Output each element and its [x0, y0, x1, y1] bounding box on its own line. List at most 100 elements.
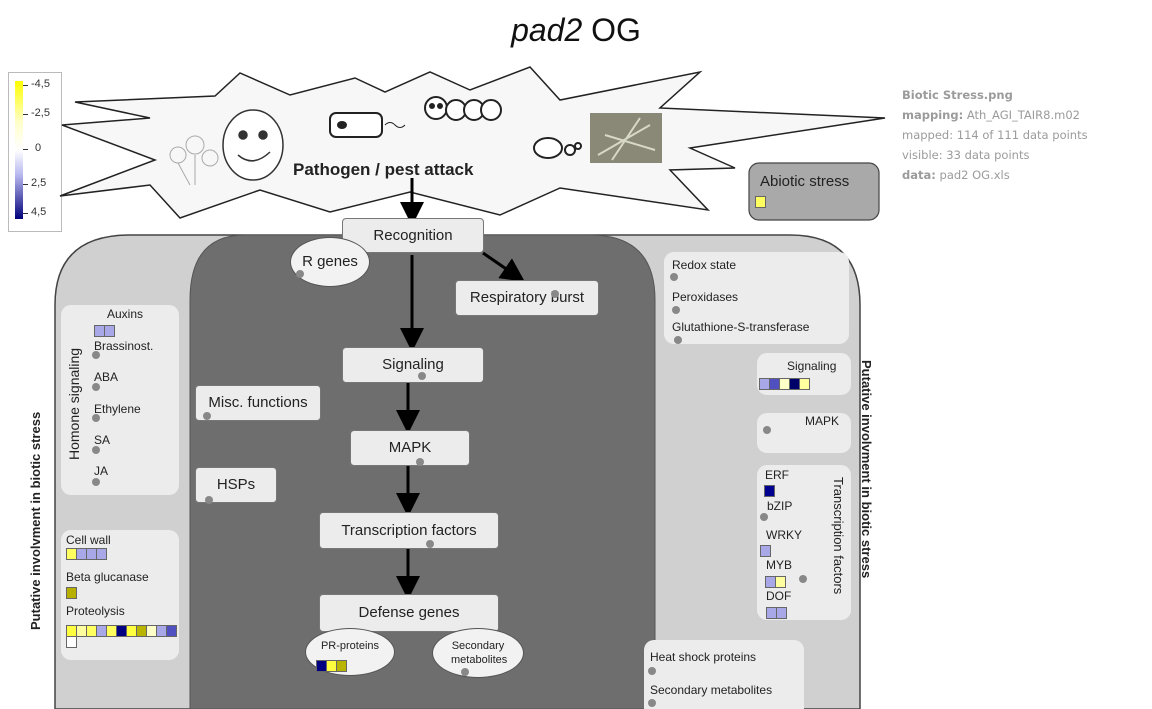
data-dot [674, 336, 682, 344]
data-dot [763, 426, 771, 434]
recognition-box: Recognition [342, 218, 484, 253]
signaling-box: Signaling [342, 347, 484, 383]
data-dot [418, 372, 426, 380]
data-dot [92, 414, 100, 422]
cellwall-label: Cell wall [66, 533, 111, 547]
legend-label: 4,5 [31, 206, 47, 218]
wrky-cells [760, 545, 771, 557]
fungus-face-drawing [222, 109, 284, 181]
legend-tick [23, 85, 28, 86]
data-dot [670, 273, 678, 281]
nematode-photo-lines [597, 117, 656, 161]
respiratory-burst-box: Respiratory burst [455, 280, 599, 316]
data-dot [92, 383, 100, 391]
info-mapping: mapping: Ath_AGI_TAIR8.m02 [902, 108, 1080, 122]
page-title: pad2 OG [0, 12, 1152, 49]
proteolysis-cells [66, 625, 177, 637]
auxins-cells [94, 325, 115, 337]
tree-drawing [169, 135, 219, 186]
bottom-right-panel [644, 640, 804, 709]
misc-functions-box: Misc. functions [195, 385, 321, 421]
redox-state-label: Redox state [672, 258, 737, 272]
hormone-panel [61, 305, 179, 495]
proteolysis-cells-row2 [66, 636, 77, 648]
info-mapped: mapped: 114 of 111 data points [902, 128, 1088, 142]
data-dot [92, 446, 100, 454]
data-dot [92, 351, 100, 359]
tf-myb-label: MYB [766, 558, 793, 572]
legend-gradient [15, 81, 23, 219]
data-dot [461, 668, 469, 676]
proteolysis-label: Proteolysis [66, 604, 125, 618]
data-dot [203, 412, 211, 420]
attack-burst [59, 66, 886, 219]
data-dot [799, 575, 807, 583]
data-dot [648, 699, 656, 707]
redox-panel [664, 252, 849, 344]
data-dot [648, 667, 656, 675]
tf-bzip-label: bZIP [767, 499, 793, 513]
tf-wrky-label: WRKY [766, 528, 802, 542]
pr-proteins-cells [316, 660, 347, 672]
title-rest: OG [582, 12, 641, 48]
bacterium-drawing [329, 112, 406, 138]
right-signaling-label: Signaling [787, 359, 837, 373]
hormone-title: Homone signaling [66, 347, 82, 460]
hormone-sa: SA [94, 433, 111, 447]
cellwall-cells [66, 548, 107, 560]
data-dot [416, 458, 424, 466]
info-visible: visible: 33 data points [902, 148, 1030, 162]
info-panel: Biotic Stress.png mapping: Ath_AGI_TAIR8… [902, 85, 1088, 185]
abiotic-label: Abiotic stress [760, 173, 850, 190]
beta-glucanase-cells [66, 587, 77, 599]
myb-cells [765, 576, 786, 588]
info-filename: Biotic Stress.png [902, 88, 1013, 102]
data-dot [672, 306, 680, 314]
legend-label: -4,5 [31, 78, 50, 90]
attack-label: Pathogen / pest attack [293, 160, 474, 179]
data-dot [296, 270, 304, 278]
transcription-factors-box: Transcription factors [319, 512, 499, 549]
secondary-metabolites-right-label: Secondary metabolites [650, 683, 773, 697]
right-tf-title: Transcription factors [831, 477, 846, 595]
data-dot [205, 496, 213, 504]
tf-erf-label: ERF [765, 468, 789, 482]
beta-glucanase-label: Beta glucanase [66, 570, 149, 584]
color-legend: -4,5 -2,5 0 2,5 4,5 [8, 72, 62, 232]
caterpillar-drawing [424, 96, 502, 121]
right-mapk-panel [757, 413, 851, 453]
mapk-box: MAPK [350, 430, 470, 466]
legend-label: 0 [35, 142, 42, 154]
defense-genes-box: Defense genes [319, 594, 499, 632]
abiotic-panel [748, 162, 880, 221]
arrow-recognition-burst [482, 251, 525, 282]
peroxidases-label: Peroxidases [672, 290, 739, 304]
legend-tick [23, 184, 28, 185]
data-dot [760, 513, 768, 521]
heat-shock-label: Heat shock proteins [650, 650, 757, 664]
right-signaling-cells [759, 378, 810, 390]
info-data: data: pad2 OG.xls [902, 168, 1010, 182]
abiotic-cells [755, 196, 766, 208]
hormone-aba: ABA [94, 370, 119, 384]
title-italic: pad2 [511, 12, 583, 48]
dof-cells [766, 607, 787, 619]
left-side-label: Putative involvment in biotic stress [28, 411, 43, 630]
tf-dof-label: DOF [766, 589, 792, 603]
r-genes-oval: R genes [290, 237, 370, 287]
data-dot [551, 290, 559, 298]
legend-label: 2,5 [31, 177, 47, 189]
right-mapk-label: MAPK [805, 414, 840, 428]
erf-cells [764, 485, 775, 497]
hormone-brassinost: Brassinost. [94, 339, 154, 353]
hormone-ja: JA [94, 464, 109, 478]
right-side-label: Putative involvment in biotic stress [859, 360, 874, 579]
hormone-auxins: Auxins [107, 307, 144, 321]
legend-tick [23, 213, 28, 214]
legend-tick [23, 114, 28, 115]
legend-tick [23, 149, 28, 150]
data-dot [92, 478, 100, 486]
insect-drawing [533, 137, 582, 159]
secondary-metabolites-oval: Secondary metabolites [432, 628, 524, 678]
